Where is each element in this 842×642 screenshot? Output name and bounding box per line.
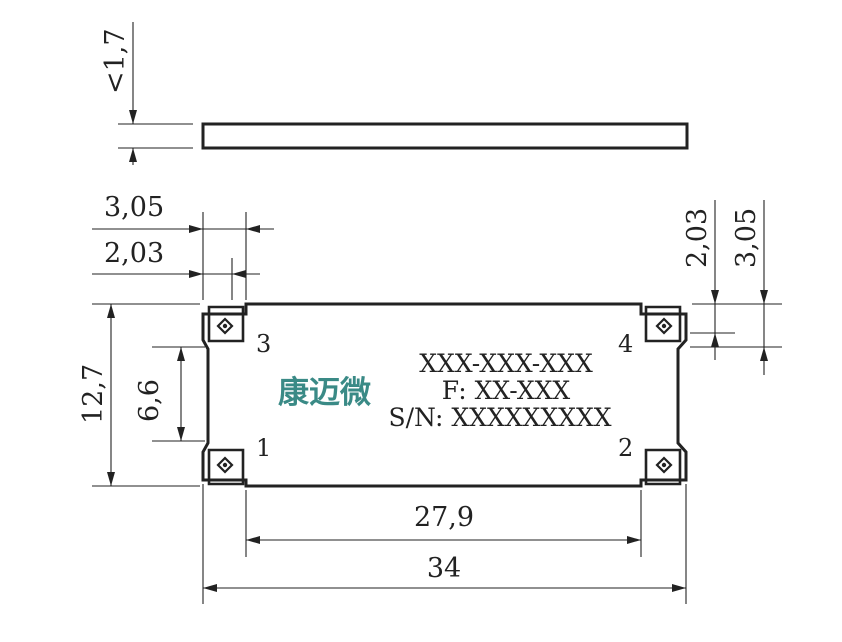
pin-label-2: 2 (618, 434, 633, 462)
pad-offset-inner-right-label: 2,03 (682, 208, 713, 268)
pad-offset-outer-right-label: 3,05 (731, 208, 762, 268)
thickness-dim-label: <1,7 (100, 28, 131, 94)
left-pad-offset-dims: 3,05 2,03 (92, 192, 274, 300)
brand-logo: 康迈微 (278, 375, 371, 411)
pad-4 (644, 305, 682, 343)
pad-3 (207, 305, 245, 343)
right-pad-offset-dims: 2,03 3,05 (682, 200, 782, 375)
pin-label-1: 1 (256, 434, 271, 462)
left-height-dims: 12,7 6,6 (78, 303, 205, 487)
pad-pitch-vertical-label: 6,6 (134, 379, 165, 422)
serial-marking: S/N: XXXXXXXXX (388, 403, 611, 432)
height-label: 12,7 (78, 364, 109, 424)
bottom-length-dims: 27,9 34 (202, 484, 687, 604)
top-view: 3 4 1 2 康迈微 XXX-XXX-XXX F: XX-XXX S/N: X… (201, 302, 688, 488)
pin-label-4: 4 (618, 330, 633, 358)
pad-offset-outer-left-label: 3,05 (104, 192, 164, 223)
side-view: <1,7 (100, 22, 689, 165)
pad-offset-inner-left-label: 2,03 (104, 238, 164, 269)
length-label: 34 (427, 553, 461, 584)
pad-pitch-horizontal-label: 27,9 (414, 502, 474, 533)
frequency-marking: F: XX-XXX (442, 376, 571, 405)
side-view-body (201, 122, 689, 150)
part-number: XXX-XXX-XXX (419, 349, 593, 378)
pin-label-3: 3 (256, 330, 271, 358)
